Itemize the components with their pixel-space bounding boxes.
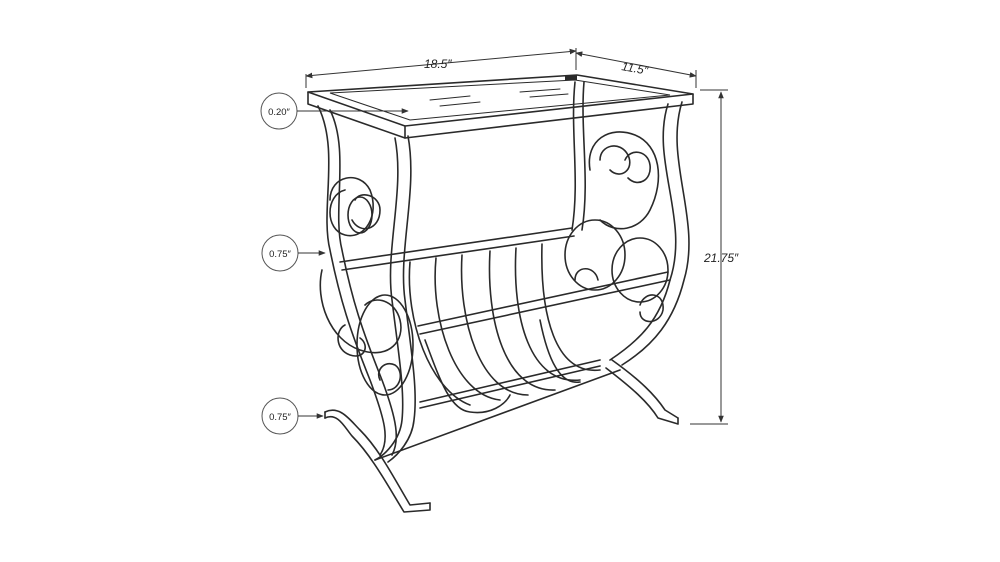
rails [339,227,671,335]
scroll-right [564,131,669,323]
depth-label: 11.5″ [620,59,649,78]
top-thickness-label: 0.20″ [268,107,290,118]
feet [324,359,679,513]
leg-tube-label: 0.75″ [269,412,291,423]
callout-leg-tube: 0.75″ [261,397,324,435]
glass-top [307,74,694,139]
callout-frame-tube: 0.75″ [261,234,326,272]
basket-slats [408,243,601,414]
scroll-left [319,176,414,396]
height-label: 21.75″ [703,251,739,265]
width-label: 18.5″ [424,57,452,71]
dimension-lines [305,48,728,425]
frame-tube-label: 0.75″ [269,249,291,260]
frame [317,81,690,463]
callout-top-thickness: 0.20″ [260,92,409,130]
